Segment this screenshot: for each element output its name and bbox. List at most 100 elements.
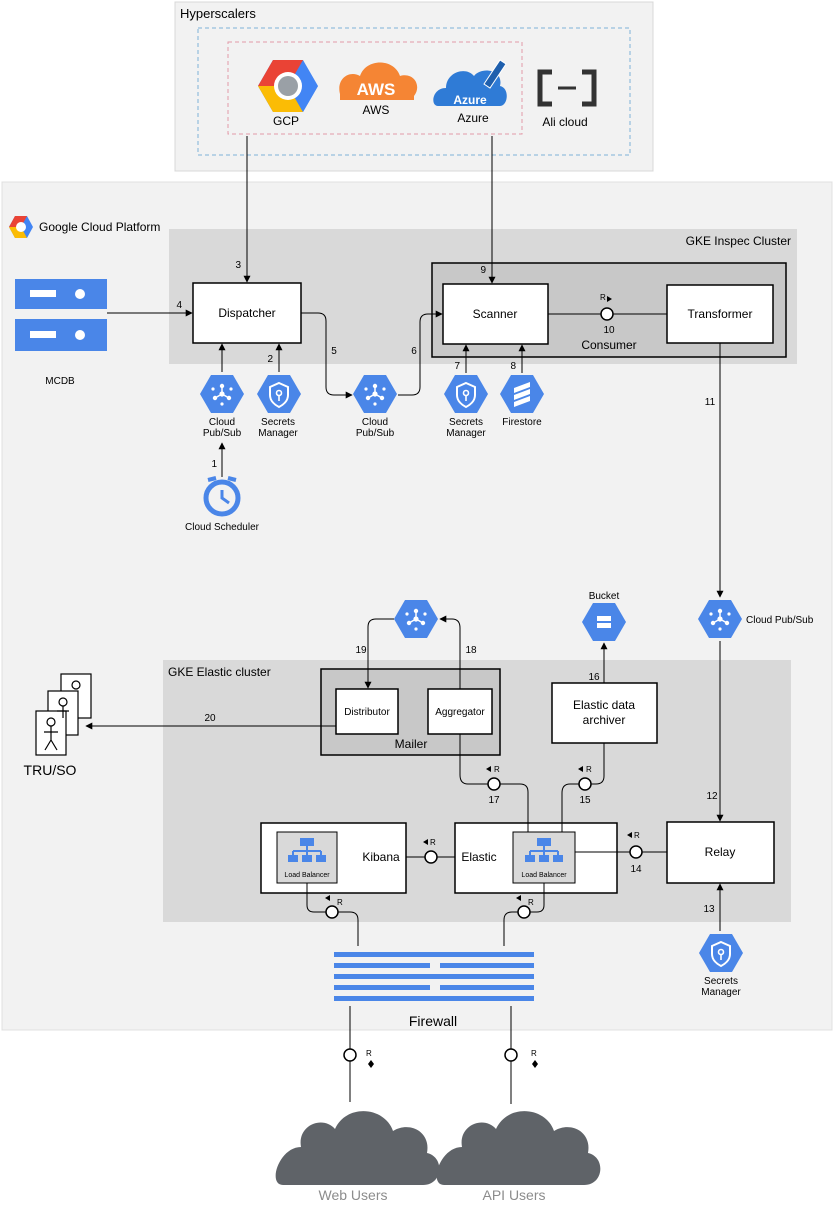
r-marker-api-users: R <box>531 1049 537 1058</box>
r-connector-10 <box>600 307 614 321</box>
api-users-cloud-icon <box>436 1111 601 1185</box>
tru-so-label: TRU/SO <box>24 762 77 778</box>
archiver-label-2: archiver <box>583 713 626 727</box>
secrets-3-label-1: Secrets <box>704 976 738 987</box>
firestore-icon <box>500 375 544 413</box>
r-marker-kibana: R <box>430 838 436 847</box>
r-marker-17: R <box>494 765 500 774</box>
step-20: 20 <box>204 713 216 724</box>
pubsub-1-label-2: Pub/Sub <box>203 428 242 439</box>
firewall-label: Firewall <box>409 1013 457 1029</box>
r-marker-web-users: R <box>366 1049 372 1058</box>
r-marker-kibana-fw: R <box>337 898 343 907</box>
web-users-label: Web Users <box>319 1187 388 1203</box>
api-users-label: API Users <box>482 1187 545 1203</box>
gcp-platform-title: Google Cloud Platform <box>39 220 160 234</box>
r-marker-15: R <box>586 765 592 774</box>
svg-text:AWS: AWS <box>357 80 396 99</box>
azure-label: Azure <box>457 111 489 125</box>
step-7: 7 <box>454 361 460 372</box>
secrets-3-label-2: Manager <box>701 987 741 998</box>
step-3: 3 <box>235 260 241 271</box>
kibana-label: Kibana <box>362 850 400 864</box>
kibana-lb-label: Load Balancer <box>284 872 330 879</box>
step-9: 9 <box>480 265 486 276</box>
hyperscalers-title: Hyperscalers <box>180 6 256 21</box>
dispatcher-box[interactable] <box>192 282 302 344</box>
azure-logo-icon: Azure <box>433 59 507 107</box>
r-connector-elastic-fw <box>517 905 531 919</box>
gke-inspec-title: GKE Inspec Cluster <box>686 234 791 248</box>
firestore-label: Firestore <box>502 417 542 428</box>
elastic-label: Elastic <box>461 850 496 864</box>
secrets-2-label-1: Secrets <box>449 417 483 428</box>
distributor-label: Distributor <box>344 707 390 718</box>
scanner-label: Scanner <box>473 307 518 321</box>
pubsub-1-label-1: Cloud <box>209 417 235 428</box>
r-connector-15 <box>578 777 592 791</box>
step-2: 2 <box>267 354 273 365</box>
secrets-2-label-2: Manager <box>446 428 486 439</box>
pubsub-3-label: Cloud Pub/Sub <box>746 615 814 626</box>
archiver-label-1: Elastic data <box>573 698 635 712</box>
ali-cloud-label: Ali cloud <box>542 115 587 129</box>
cloud-scheduler-icon <box>203 476 241 517</box>
step-19: 19 <box>355 645 367 656</box>
step-4: 4 <box>176 300 182 311</box>
pubsub-2-label-1: Cloud <box>362 417 388 428</box>
svg-text:Azure: Azure <box>453 93 487 107</box>
elastic-data-archiver-box[interactable] <box>551 682 658 744</box>
step-13: 13 <box>703 904 715 915</box>
bucket-label: Bucket <box>589 591 620 602</box>
web-users-cloud-icon <box>275 1111 440 1185</box>
step-17: 17 <box>488 795 500 806</box>
step-6: 6 <box>411 346 417 357</box>
step-15: 15 <box>579 795 591 806</box>
ali-cloud-logo-icon <box>537 69 597 107</box>
step-12: 12 <box>706 791 718 802</box>
gcp-logo-icon <box>258 60 318 112</box>
hyperscalers-inner-dashed <box>227 41 523 135</box>
r-connector-web-users <box>343 1048 357 1062</box>
r-marker-10: R <box>600 293 606 302</box>
r-marker-elastic-fw: R <box>528 898 534 907</box>
distributor-box[interactable] <box>335 688 399 735</box>
gke-elastic-title: GKE Elastic cluster <box>168 665 271 679</box>
bucket-icon <box>582 603 626 641</box>
step-16: 16 <box>588 672 600 683</box>
step-14: 14 <box>630 864 642 875</box>
transformer-box[interactable] <box>666 284 774 344</box>
step-10: 10 <box>603 325 615 336</box>
r-connector-14 <box>629 845 643 859</box>
secrets-1-label-1: Secrets <box>261 417 295 428</box>
r-connector-kibana-fw <box>325 905 339 919</box>
dispatcher-label: Dispatcher <box>218 306 275 320</box>
step-8: 8 <box>510 361 516 372</box>
cloud-scheduler-label: Cloud Scheduler <box>185 522 260 533</box>
relay-box[interactable] <box>666 821 775 884</box>
mcdb-label: MCDB <box>45 376 75 387</box>
pubsub-2-label-2: Pub/Sub <box>356 428 395 439</box>
mcdb-database-icon <box>15 279 107 351</box>
r-connector-17 <box>487 777 501 791</box>
consumer-label: Consumer <box>581 338 636 352</box>
aws-label: AWS <box>363 103 390 117</box>
tru-so-users-icon <box>35 673 92 756</box>
aggregator-label: Aggregator <box>435 707 485 718</box>
firewall-icon <box>334 952 534 1001</box>
scanner-box[interactable] <box>442 283 549 345</box>
r-connector-api-users <box>504 1048 518 1062</box>
step-5: 5 <box>331 346 337 357</box>
step-11: 11 <box>705 397 716 408</box>
relay-label: Relay <box>705 845 736 859</box>
secrets-1-label-2: Manager <box>258 428 298 439</box>
r-connector-kibana <box>424 850 438 864</box>
gcp-label: GCP <box>273 114 299 128</box>
r-marker-14: R <box>634 831 640 840</box>
step-18: 18 <box>465 645 477 656</box>
step-1: 1 <box>211 459 217 470</box>
transformer-label: Transformer <box>688 307 753 321</box>
aggregator-box[interactable] <box>427 688 493 735</box>
elastic-lb-label: Load Balancer <box>521 872 567 879</box>
